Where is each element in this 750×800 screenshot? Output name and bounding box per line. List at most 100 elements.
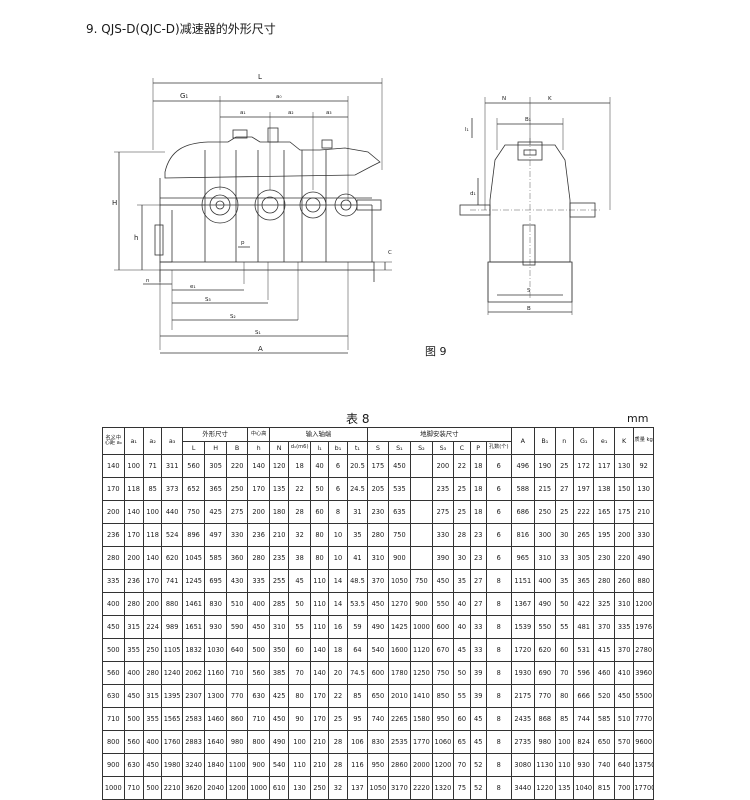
header-mass: 质量 kg [633, 427, 654, 455]
page-heading: 9. QJS-D(QJC-D)减速器的外形尺寸 [86, 22, 276, 36]
table-cell: 980 [225, 730, 249, 754]
table-cell: 900 [410, 592, 433, 616]
table-cell: 400 [142, 730, 163, 754]
table-cell: 130 [288, 776, 311, 800]
table-cell: 860 [225, 707, 249, 731]
table-cell: 28 [288, 500, 311, 524]
table-cell: 630 [123, 753, 144, 777]
dim-label-e1: e₁ [190, 284, 196, 290]
table-cell: 2010 [387, 684, 412, 708]
table-cell: 800 [102, 730, 125, 754]
table-cell: 315 [123, 615, 144, 639]
header-h: h [247, 441, 270, 455]
table-cell: 140 [123, 500, 144, 524]
table-cell: 2780 [633, 638, 654, 662]
header-A: A [510, 427, 536, 455]
table-cell: 110 [309, 592, 330, 616]
dim-label-a2: a₂ [288, 110, 294, 116]
table-cell: 710 [247, 707, 270, 731]
table-cell: 170 [309, 707, 330, 731]
table-cell: 2535 [387, 730, 412, 754]
table-cell: 2307 [181, 684, 206, 708]
table-cell: 8 [485, 730, 512, 754]
table-cell: 165 [593, 500, 615, 524]
table-cell: 74.5 [346, 661, 369, 685]
table-cell: 75 [453, 776, 471, 800]
table-cell: 16 [328, 615, 348, 639]
table-cell: 744 [572, 707, 595, 731]
table-cell: 620 [161, 546, 183, 570]
table-cell: 370 [613, 638, 635, 662]
table-cell: 100 [288, 730, 311, 754]
table-cell: 48.5 [346, 569, 369, 593]
dim-label-G1: G₁ [180, 92, 188, 100]
table-cell: 52 [469, 753, 487, 777]
table-cell: 3440 [510, 776, 536, 800]
header-center-height: 中心高 [247, 427, 270, 442]
table-cell: 400 [534, 569, 556, 593]
table-cell: 690 [534, 661, 556, 685]
table-cell: 135 [268, 477, 290, 501]
table-cell: 596 [572, 661, 595, 685]
table-cell: 110 [309, 569, 330, 593]
table-cell: 280 [247, 546, 270, 570]
table-cell: 50 [309, 477, 330, 501]
table-cell: 2040 [204, 776, 227, 800]
table-cell: 6 [328, 477, 348, 501]
table-cell: 335 [613, 615, 635, 639]
table-cell: 365 [572, 569, 595, 593]
table-cell: 496 [510, 454, 536, 478]
table-cell: 95 [346, 707, 369, 731]
table-cell: 27 [469, 592, 487, 616]
table-cell: 500 [123, 707, 144, 731]
table-cell: 236 [102, 523, 125, 547]
dimension-table: 名义中心距 a₀ a₁ a₂ a₃ 外形尺寸 中心高 输入轴端 地脚安装尺寸 A… [102, 427, 654, 800]
table-cell: 450 [123, 684, 144, 708]
table-cell: 118 [123, 477, 144, 501]
table-cell [410, 523, 433, 547]
table-cell: 235 [268, 546, 290, 570]
table-cell: 32 [288, 523, 311, 547]
table-cell: 830 [204, 592, 227, 616]
table-cell: 650 [367, 684, 389, 708]
table-cell: 197 [572, 477, 595, 501]
table-cell: 1240 [161, 661, 183, 685]
table-cell: 8 [485, 638, 512, 662]
table-cell: 255 [268, 569, 290, 593]
table-cell: 620 [534, 638, 556, 662]
table-cell: 560 [181, 454, 206, 478]
table-cell: 460 [593, 661, 615, 685]
table-cell: 600 [367, 661, 389, 685]
table-cell: 425 [268, 684, 290, 708]
dim-label-S1: S₁ [255, 330, 261, 336]
table-cell: 310 [613, 592, 635, 616]
table-cell: 816 [510, 523, 536, 547]
table-cell: 824 [572, 730, 595, 754]
table-cell: 116 [346, 753, 369, 777]
table-cell: 330 [225, 523, 249, 547]
table-cell: 310 [268, 615, 290, 639]
table-cell: 630 [102, 684, 125, 708]
table-cell: 45 [469, 707, 487, 731]
table-cell: 60 [309, 500, 330, 524]
header-l1: l₁ [309, 441, 330, 455]
table-cell: 335 [102, 569, 125, 593]
table-cell: 140 [309, 661, 330, 685]
table-cell: 1539 [510, 615, 536, 639]
table-cell: 350 [268, 638, 290, 662]
table-cell: 510 [225, 592, 249, 616]
table-cell: 8 [485, 776, 512, 800]
table-cell: 13750 [633, 753, 654, 777]
table-cell: 30 [554, 523, 574, 547]
header-d1: d₁(m6) [288, 441, 311, 455]
table-cell: 900 [102, 753, 125, 777]
table-cell: 1000 [102, 776, 125, 800]
table-cell: 410 [613, 661, 635, 685]
table-cell: 531 [572, 638, 595, 662]
header-L: L [181, 441, 206, 455]
table-cell: 60 [288, 638, 311, 662]
